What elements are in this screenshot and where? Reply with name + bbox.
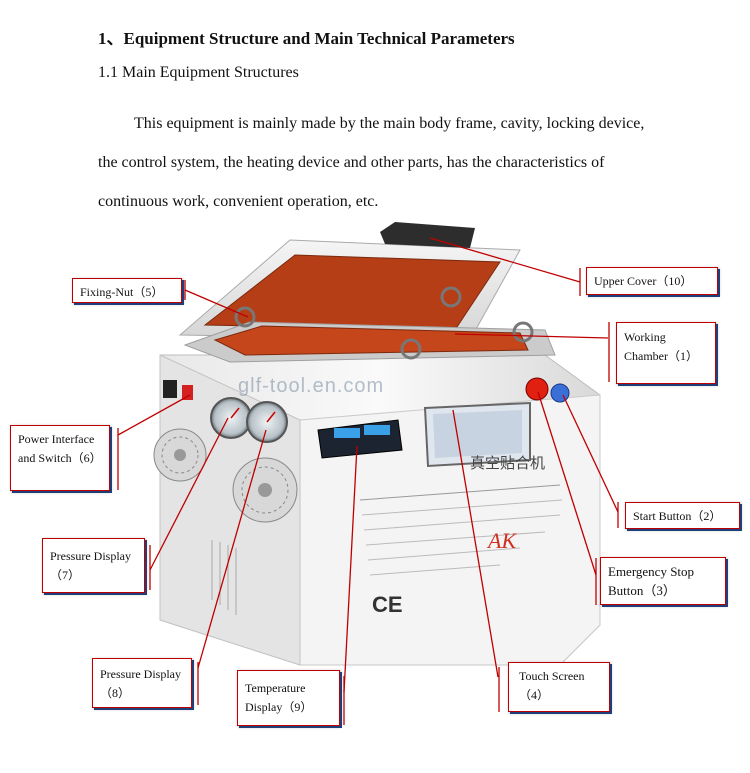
fixing-nut-icon (440, 286, 462, 308)
panel-title: 真空贴合机 (470, 454, 545, 472)
ce-mark: CE (372, 592, 403, 617)
upper-cover (178, 239, 521, 341)
callout-emergency-stop: Emergency Stop Button（3） (600, 557, 726, 605)
callout-start-button: Start Button（2） (625, 502, 740, 529)
fixing-nut-icon (400, 338, 422, 360)
fixing-nut-icon (512, 321, 534, 343)
cooling-fan (232, 457, 298, 523)
power-switch[interactable] (182, 385, 193, 400)
callout-pressure-display-7: Pressure Display（7） (42, 538, 145, 593)
section-heading: 1、Equipment Structure and Main Technical… (98, 29, 515, 48)
power-interface (163, 380, 193, 400)
callout-temperature-display: Temperature Display（9） (237, 670, 340, 726)
brand-logo: AK (486, 528, 517, 553)
fixing-nut-icon (234, 306, 256, 328)
callout-touch-screen: Touch Screen （4） (508, 662, 610, 712)
panel-instructions (359, 484, 563, 576)
cover-handle (380, 222, 475, 248)
callout-fixing-nut: Fixing-Nut（5） (72, 278, 182, 303)
leader-lines (117, 237, 619, 693)
callout-power-interface: Power Interface and Switch（6） (10, 425, 110, 491)
pressure-gauge-7 (210, 397, 252, 439)
emergency-stop-button[interactable] (525, 377, 549, 401)
temperature-controller (317, 419, 403, 459)
start-button[interactable] (550, 383, 570, 403)
watermark: glf-tool.en.com (238, 375, 385, 397)
vent-grille (211, 540, 237, 615)
fixing-nuts (234, 286, 534, 360)
intro-paragraph: This equipment is mainly made by the mai… (98, 104, 658, 221)
pressure-gauge-8 (246, 401, 288, 443)
callout-pressure-display-8: Pressure Display（8） (92, 658, 192, 708)
subsection-heading: 1.1 Main Equipment Structures (98, 64, 299, 81)
cooling-fan (153, 428, 207, 482)
callout-ticks (117, 268, 619, 725)
intro-paragraph-text: This equipment is mainly made by the mai… (98, 115, 645, 210)
working-chamber (183, 321, 556, 363)
callout-upper-cover: Upper Cover（10） (586, 267, 718, 295)
callout-working-chamber: Working Chamber（1） (616, 322, 716, 384)
